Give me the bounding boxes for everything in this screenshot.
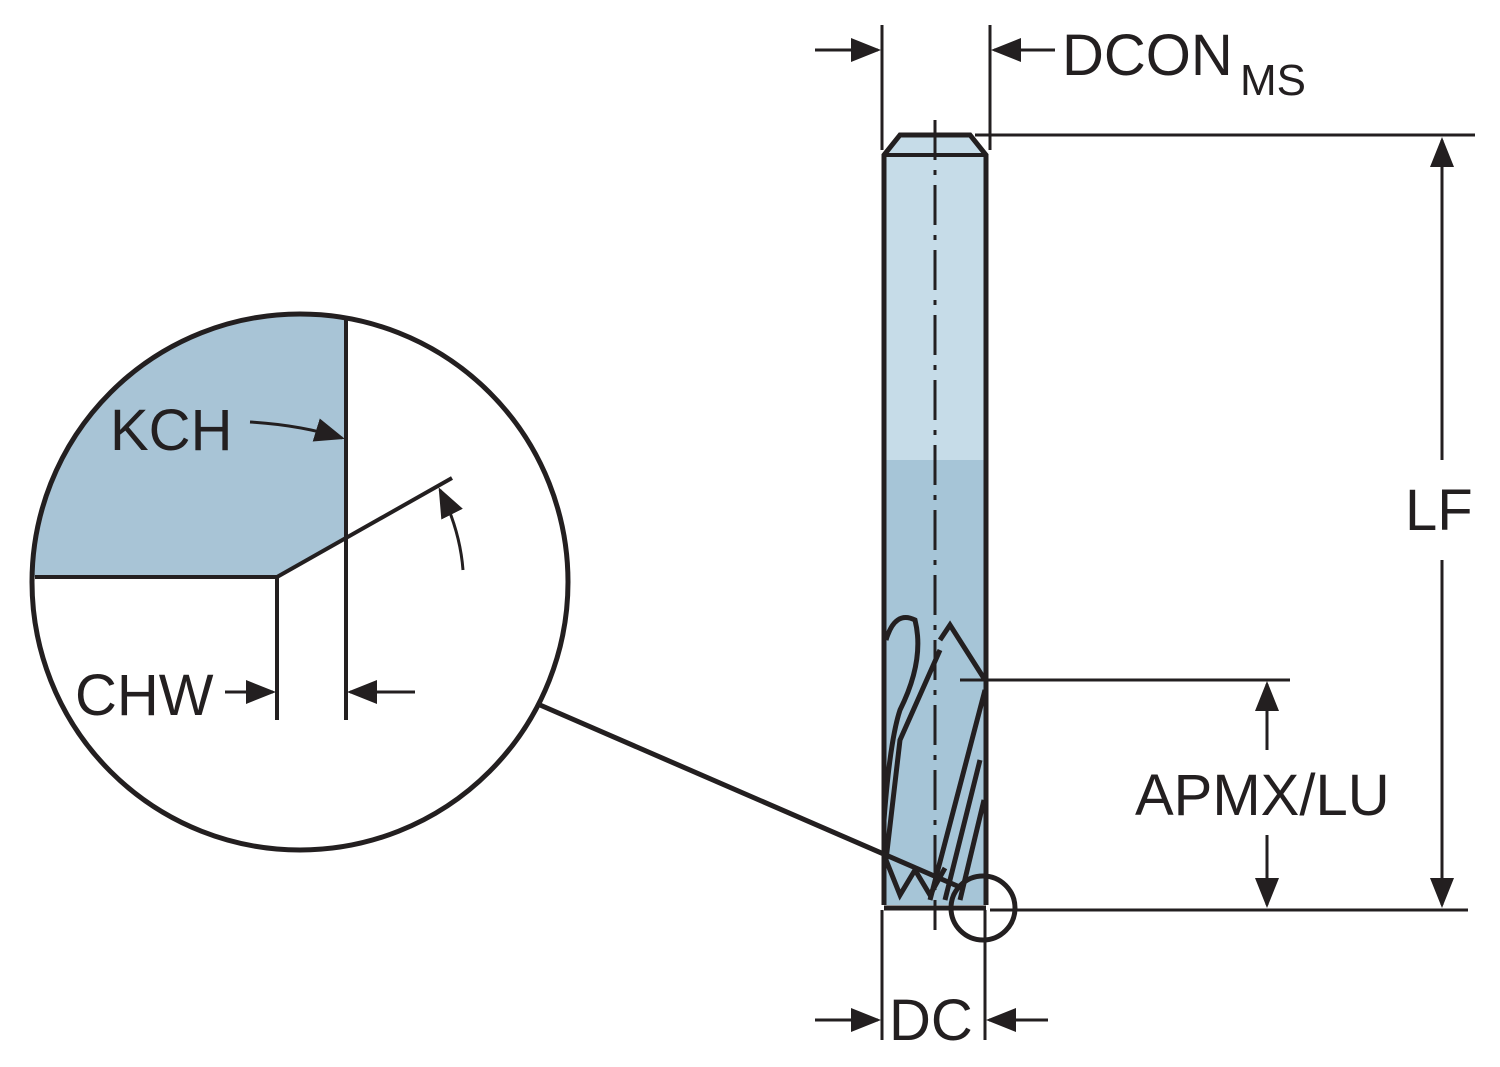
shank-lower <box>884 460 986 905</box>
apmx-lu-label: APMX/LU <box>1135 763 1390 828</box>
detail-callout: KCH CHW <box>29 311 1018 943</box>
end-mill-tool <box>881 120 989 930</box>
apmx-dimension: APMX/LU <box>960 678 1390 908</box>
dcon-subscript: MS <box>1240 56 1306 105</box>
leader-line <box>539 702 963 891</box>
kch-label: KCH <box>110 398 232 463</box>
shank-upper <box>884 135 986 460</box>
dcon-dimension: DCON MS <box>815 23 1306 150</box>
detail-circle <box>29 311 571 853</box>
dc-label: DC <box>889 988 973 1053</box>
dcon-label: DCON <box>1062 23 1233 88</box>
lf-dimension: LF <box>975 133 1475 912</box>
detail-marker-circle <box>948 873 1018 943</box>
lf-label: LF <box>1405 478 1473 543</box>
dc-dimension: DC <box>815 910 1048 1053</box>
chw-label: CHW <box>75 663 214 728</box>
